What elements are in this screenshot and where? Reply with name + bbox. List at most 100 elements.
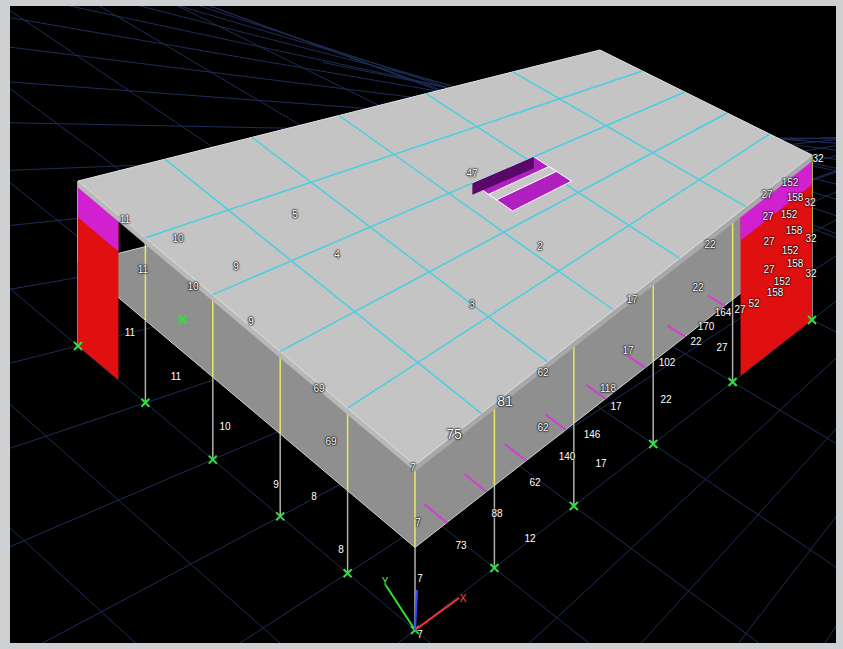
- member-label: 170: [698, 321, 715, 332]
- label-holder: 69: [313, 378, 324, 396]
- label-holder: 62: [537, 362, 548, 380]
- label-holder: 73: [455, 535, 466, 553]
- member-label: 102: [659, 357, 676, 368]
- column-lower: [279, 434, 281, 517]
- beam-tick: [667, 325, 685, 336]
- support-symbol: [276, 512, 284, 520]
- grid-line: [10, 6, 836, 643]
- member-label: 32: [812, 153, 823, 164]
- label-holder: 7: [417, 624, 423, 642]
- support-symbol: [209, 456, 217, 464]
- member-label: 158: [786, 225, 803, 236]
- member-label: 52: [748, 298, 759, 309]
- member-label: 22: [690, 336, 701, 347]
- member-label: 27: [761, 189, 772, 200]
- member-label: 88: [491, 508, 502, 519]
- label-holder: 152: [774, 271, 791, 289]
- roof-beam: [252, 137, 547, 361]
- label-holder: 22: [660, 389, 671, 407]
- member-label: 17: [610, 401, 621, 412]
- label-holder: 47: [466, 163, 477, 181]
- ground-grid: [10, 6, 836, 643]
- support-symbol: [141, 399, 149, 407]
- label-holder: 158: [787, 187, 804, 205]
- support-symbol: [490, 564, 498, 572]
- member-label: 9: [248, 316, 254, 327]
- member-label: 27: [763, 264, 774, 275]
- member-label: 7: [410, 462, 416, 473]
- member-label: 158: [787, 192, 804, 203]
- member-label: 62: [537, 422, 548, 433]
- label-holder: 75: [446, 425, 462, 443]
- support-symbol: [74, 342, 82, 350]
- member-label: 9: [233, 261, 239, 272]
- x-axis: [415, 598, 459, 630]
- member-label: 12: [524, 533, 535, 544]
- grid-line: [10, 6, 836, 643]
- grid-line: [10, 6, 836, 635]
- support-symbol: [344, 569, 352, 577]
- member-label: 17: [595, 458, 606, 469]
- label-holder: 11: [138, 259, 148, 277]
- member-label: 22: [704, 239, 715, 250]
- column-lower: [212, 377, 214, 460]
- support-symbol: [808, 316, 816, 324]
- label-holder: 170: [698, 316, 715, 334]
- grid-line: [10, 6, 836, 643]
- member-label: 152: [782, 177, 799, 188]
- member-label: 8: [311, 491, 317, 502]
- member-label: 152: [774, 276, 791, 287]
- member-label: 11: [125, 327, 135, 338]
- member-label: 158: [787, 258, 804, 269]
- label-holder: 27: [716, 337, 727, 355]
- roof-beam: [280, 113, 727, 351]
- label-holder: Y: [382, 571, 389, 589]
- column-upper: [347, 408, 349, 491]
- grid-line: [10, 6, 836, 643]
- label-holder: 52: [748, 293, 759, 311]
- label-holder: 7: [417, 568, 423, 586]
- member-label: 10: [187, 281, 198, 292]
- label-holder: 164: [715, 302, 732, 320]
- support-symbol: [729, 378, 737, 386]
- member-label: 5: [292, 209, 298, 220]
- label-holder: 158: [786, 220, 803, 238]
- member-label: 164: [715, 307, 732, 318]
- grid-line: [10, 6, 836, 643]
- label-holder: 17: [610, 396, 621, 414]
- grid-line: [10, 6, 836, 643]
- label-holder: 17: [622, 340, 633, 358]
- grid-line: [10, 6, 836, 643]
- member-label: 17: [626, 294, 637, 305]
- member-label: 62: [529, 477, 540, 488]
- support-symbol: [344, 569, 352, 577]
- roof-beam: [426, 94, 680, 259]
- member-label: 7: [417, 573, 423, 584]
- label-holder: 27: [761, 184, 772, 202]
- column-lower: [732, 300, 734, 383]
- member-label: X: [460, 593, 467, 604]
- label-holder: 88: [491, 503, 502, 521]
- label-holder: 17: [595, 453, 606, 471]
- beam-tick: [708, 296, 725, 306]
- label-holder: 7: [415, 512, 421, 530]
- grid-line: [10, 6, 836, 643]
- label-holder: 22: [704, 234, 715, 252]
- member-label: 10: [172, 233, 183, 244]
- grid-line: [10, 6, 836, 643]
- grid-line: [10, 6, 836, 643]
- y-axis: [385, 584, 415, 630]
- label-holder: 8: [338, 539, 344, 557]
- support-symbol: [276, 512, 284, 520]
- member-label: 69: [313, 383, 324, 394]
- grid-line: [10, 6, 836, 643]
- member-label: 7: [415, 517, 421, 528]
- label-holder: 27: [763, 231, 774, 249]
- member-label: 22: [660, 394, 671, 405]
- beam-tick: [464, 474, 486, 492]
- grid-line: [10, 6, 836, 643]
- roof-slab: [78, 50, 812, 465]
- grid-line: [10, 6, 836, 643]
- label-holder: 2: [537, 236, 543, 254]
